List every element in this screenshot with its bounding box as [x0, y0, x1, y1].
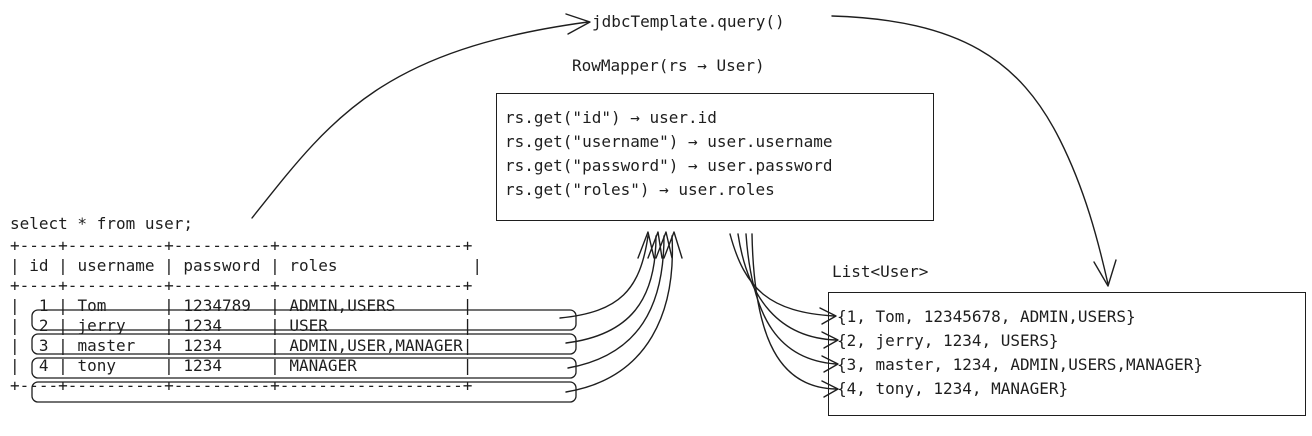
mapping-line-id: rs.get("id") → user.id [505, 108, 717, 127]
table-row: | 2 | jerry | 1234 | USER | [10, 316, 473, 335]
table-header-row: | id | username | password | roles | [10, 256, 483, 275]
result-table: +----+----------+----------+------------… [10, 236, 482, 396]
cell-id: 2 [38, 316, 49, 335]
table-row: | 1 | Tom | 1234789 | ADMIN,USERS | [10, 296, 473, 315]
table-border: +----+----------+----------+------------… [10, 236, 473, 255]
cell-roles: ADMIN,USER,MANAGER [289, 336, 463, 355]
arrows-rows-to-rowmapper [559, 231, 683, 393]
cell-username: jerry [77, 316, 126, 335]
cell-id: 3 [38, 336, 49, 355]
arrow-sql-to-query [251, 21, 589, 219]
cell-password: 1234789 [183, 296, 251, 315]
table-border: +----+----------+----------+------------… [10, 376, 473, 395]
cell-roles: MANAGER [289, 356, 357, 375]
cell-username: master [77, 336, 136, 355]
cell-roles: ADMIN,USERS [289, 296, 396, 315]
cell-id: 1 [38, 296, 49, 315]
sql-statement: select * from user; [10, 214, 194, 233]
arrowhead-query [565, 13, 591, 35]
cell-password: 1234 [183, 316, 222, 335]
header-username: username [77, 256, 155, 275]
mapping-box: rs.get("id") → user.id rs.get("username"… [496, 93, 934, 221]
table-row: | 4 | tony | 1234 | MANAGER | [10, 356, 473, 375]
cell-username: Tom [77, 296, 107, 315]
result-box: {1, Tom, 12345678, ADMIN,USERS} {2, jerr… [828, 292, 1306, 416]
arrow-query-to-list [831, 15, 1109, 285]
cell-username: tony [77, 356, 116, 375]
cell-roles: USER [289, 316, 328, 335]
result-line-1: {1, Tom, 12345678, ADMIN,USERS} [837, 307, 1136, 326]
header-roles: roles [289, 256, 338, 275]
query-label: jdbcTemplate.query() [592, 12, 785, 31]
mapping-line-username: rs.get("username") → user.username [505, 132, 833, 151]
arrows-rowmapper-to-list [729, 233, 839, 398]
header-password: password [183, 256, 261, 275]
table-border: +----+----------+----------+------------… [10, 276, 473, 295]
mapping-line-password: rs.get("password") → user.password [505, 156, 833, 175]
rowmapper-label: RowMapper(rs → User) [572, 56, 765, 75]
result-line-4: {4, tony, 1234, MANAGER} [837, 379, 1069, 398]
result-line-3: {3, master, 1234, ADMIN,USERS,MANAGER} [837, 355, 1204, 374]
cell-password: 1234 [183, 356, 222, 375]
cell-password: 1234 [183, 336, 222, 355]
cell-id: 4 [38, 356, 49, 375]
result-line-2: {2, jerry, 1234, USERS} [837, 331, 1059, 350]
list-user-label: List<User> [832, 262, 929, 281]
row-outlines [31, 309, 577, 403]
header-id: id [29, 256, 49, 275]
mapping-line-roles: rs.get("roles") → user.roles [505, 180, 775, 199]
arrowhead-list [1093, 259, 1117, 287]
table-row: | 3 | master | 1234 | ADMIN,USER,MANAGER… [10, 336, 473, 355]
